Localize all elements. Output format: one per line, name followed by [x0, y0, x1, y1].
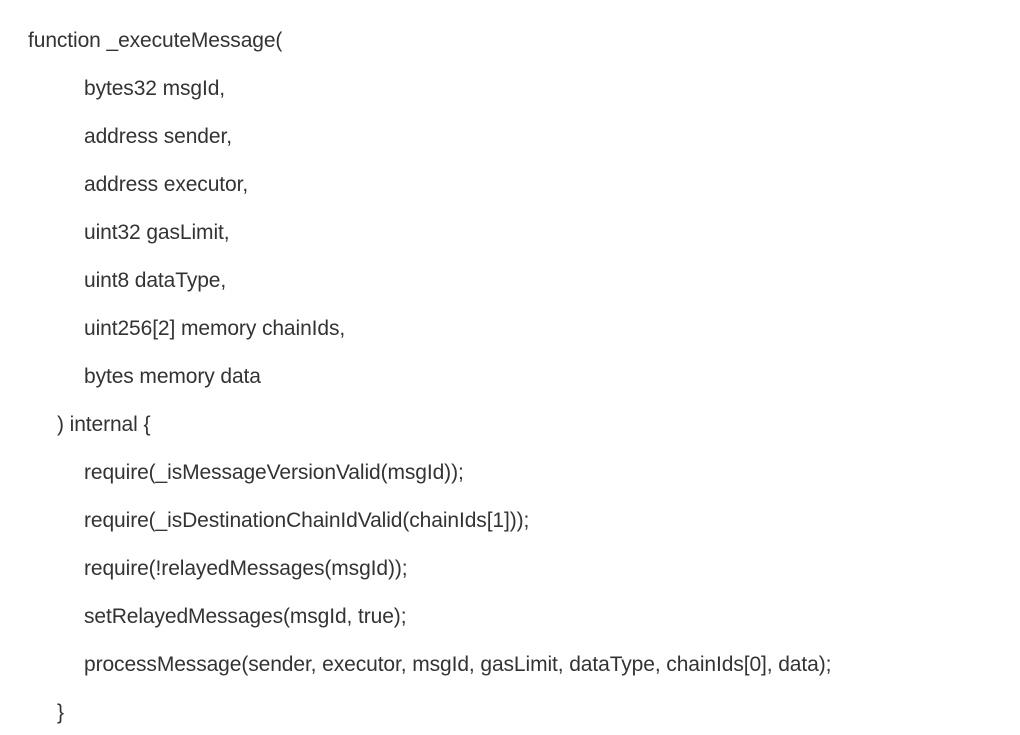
parameter-line: uint8 dataType,: [84, 269, 227, 292]
statement-line: require(!relayedMessages(msgId));: [84, 557, 408, 580]
parameter-line: uint32 gasLimit,: [84, 221, 230, 244]
parameter-line: bytes32 msgId,: [84, 77, 226, 100]
parameter-line: bytes memory data: [84, 365, 261, 388]
function-signature-line: function _executeMessage(: [28, 29, 283, 52]
statement-line: require(_isMessageVersionValid(msgId));: [84, 461, 464, 484]
parameter-line: uint256[2] memory chainIds,: [84, 317, 346, 340]
parameter-line: address executor,: [84, 173, 249, 196]
statement-line: setRelayedMessages(msgId, true);: [84, 605, 407, 628]
closing-brace-line: }: [57, 701, 64, 724]
function-modifier-line: ) internal {: [57, 413, 151, 436]
statement-line: require(_isDestinationChainIdValid(chain…: [84, 509, 530, 532]
parameter-line: address sender,: [84, 125, 232, 148]
statement-line: processMessage(sender, executor, msgId, …: [84, 653, 832, 676]
